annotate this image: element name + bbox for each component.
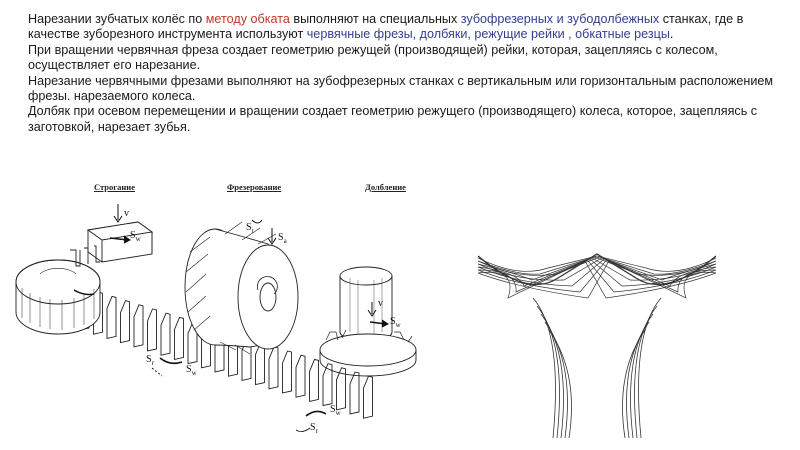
paragraph-1: Нарезании зубчатых колёс по методу обкат… — [28, 12, 780, 43]
symbol-sw-planing: Sw — [130, 230, 141, 243]
symbol-v-shaping: v — [378, 298, 383, 309]
shaper-cutter — [319, 266, 417, 377]
label-shaping: Долбление — [365, 182, 406, 192]
symbol-st-milling: St — [246, 222, 254, 235]
symbol-sw-right: Sw — [330, 404, 341, 417]
tooth-generation-profile — [478, 238, 716, 438]
profile-line — [478, 257, 716, 281]
symbol-v-planing: v — [124, 208, 129, 219]
profile-line — [478, 258, 716, 287]
hob-cutter — [184, 221, 299, 355]
profile-line — [536, 305, 560, 438]
symbol-sw-left: Sw — [186, 364, 197, 377]
paragraph-4: Долбяк при осевом перемещении и вращении… — [28, 104, 780, 135]
profile-line — [478, 258, 716, 287]
profile-line — [478, 260, 716, 299]
profile-line — [478, 255, 716, 272]
profile-line — [478, 257, 716, 281]
label-milling: Фрезерование — [227, 182, 282, 192]
profile-line — [540, 313, 564, 438]
paragraph-1-part-1: Нарезании зубчатых колёс по — [28, 12, 206, 26]
tooth-profile-drawing — [478, 253, 716, 438]
paragraph-3: Нарезание червячными фрезами выполняют н… — [28, 74, 780, 105]
gear-cutting-methods-figure: Строгание Фрезерование Долбление v Sw St… — [10, 182, 460, 444]
profile-line — [548, 329, 572, 438]
profile-line — [478, 256, 716, 276]
label-planing: Строгание — [94, 182, 135, 192]
profile-line — [638, 297, 662, 438]
symbol-sa-milling: Sa — [278, 232, 287, 245]
paragraph-4-part-1: Долбяк при осевом перемещении и вращении… — [28, 104, 758, 134]
paragraph-2: При вращении червячная фреза создает гео… — [28, 43, 780, 74]
profile-line — [634, 305, 658, 438]
gear-cutting-drawing — [15, 204, 417, 432]
paragraph-1-part-7: . — [669, 27, 674, 42]
paragraph-1-part-3: выполняют на специальных — [289, 12, 461, 26]
profile-line — [478, 256, 716, 276]
paragraph-1-part-5: станках, где в качестве зуборезного инст… — [28, 12, 744, 42]
profile-line — [478, 260, 716, 299]
profile-line — [626, 321, 650, 438]
profile-line — [544, 321, 568, 438]
symbol-sw-shaping: Sw — [390, 316, 401, 329]
profile-line — [622, 329, 646, 438]
motion-arrows — [73, 204, 389, 432]
planing-tool — [70, 221, 154, 267]
paragraph-2-part-1: При вращении червячная фреза создает гео… — [28, 42, 718, 73]
paragraph-1-part-6: червячные фрезы, долбяки, режущие рейки … — [306, 27, 670, 42]
planing-workpiece — [15, 259, 101, 335]
symbol-sr-right: Sr — [310, 422, 318, 435]
paragraph-1-part-4: зубофрезерных и зубодолбежных — [460, 12, 660, 26]
profile-line — [630, 313, 654, 438]
symbol-sr-left: Sr — [146, 354, 154, 367]
paragraph-1-part-2: методу обката — [205, 12, 290, 26]
paragraph-3-part-1: Нарезание червячными фрезами выполняют н… — [28, 73, 774, 104]
profile-line — [532, 297, 556, 438]
description-text: Нарезании зубчатых колёс по методу обкат… — [28, 12, 780, 135]
profile-line — [478, 253, 716, 286]
